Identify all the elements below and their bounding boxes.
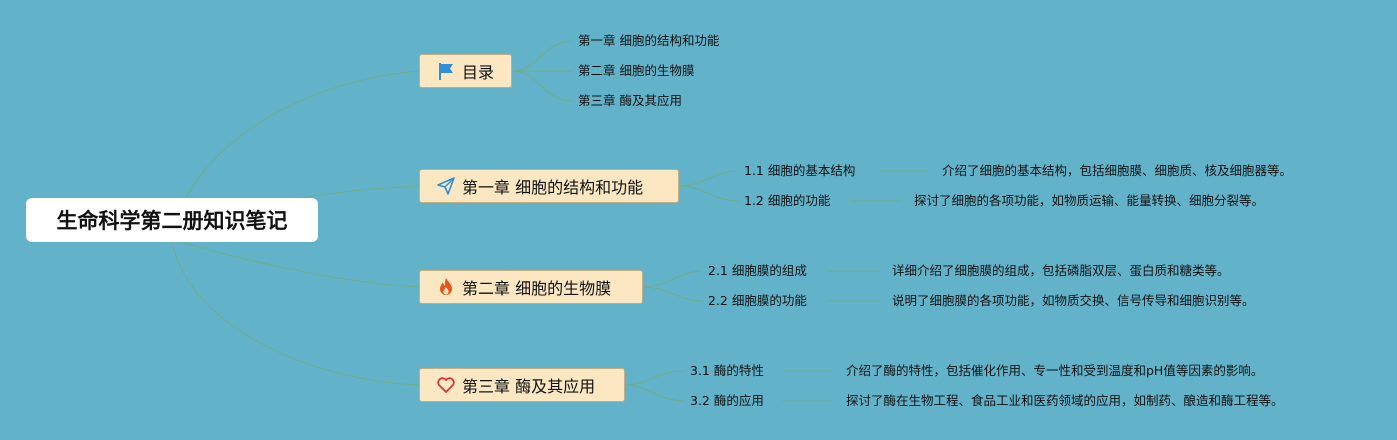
toc-item[interactable]: 第三章 酶及其应用 [578,93,682,108]
branch-toc[interactable]: 目录 [419,54,512,88]
section-topic[interactable]: 3.2 酶的应用 [690,393,764,408]
branch-chapter-2[interactable]: 第二章 细胞的生物膜 [419,270,643,304]
toc-item[interactable]: 第一章 细胞的结构和功能 [578,33,720,48]
branch-label: 目录 [462,63,495,82]
toc-item[interactable]: 第二章 细胞的生物膜 [578,63,695,78]
branch-label: 第二章 细胞的生物膜 [462,279,612,298]
branch-label: 第三章 酶及其应用 [462,377,596,396]
section-note[interactable]: 介绍了细胞的基本结构，包括细胞膜、细胞质、核及细胞器等。 [942,163,1293,178]
section-topic[interactable]: 1.1 细胞的基本结构 [744,163,856,178]
section-topic[interactable]: 2.1 细胞膜的组成 [708,263,807,278]
heart-icon [436,375,456,395]
root-topic[interactable]: 生命科学第二册知识笔记 [26,198,318,242]
branch-chapter-3[interactable]: 第三章 酶及其应用 [419,368,625,402]
section-note[interactable]: 探讨了细胞的各项功能，如物质运输、能量转换、细胞分裂等。 [914,193,1265,208]
flag-icon [436,61,456,81]
section-note[interactable]: 介绍了酶的特性，包括催化作用、专一性和受到温度和pH值等因素的影响。 [846,363,1264,378]
section-note[interactable]: 详细介绍了细胞膜的组成，包括磷脂双层、蛋白质和糖类等。 [892,263,1230,278]
section-topic[interactable]: 2.2 细胞膜的功能 [708,293,807,308]
branch-chapter-1[interactable]: 第一章 细胞的结构和功能 [419,169,679,203]
connector-root-ch2 [171,239,421,288]
section-topic[interactable]: 3.1 酶的特性 [690,363,764,378]
section-topic[interactable]: 1.2 细胞的功能 [744,193,831,208]
section-note[interactable]: 探讨了酶在生物工程、食品工业和医药领域的应用，如制药、酿造和酶工程等。 [846,393,1284,408]
section-note[interactable]: 说明了细胞膜的各项功能，如物质交换、信号传导和细胞识别等。 [892,293,1255,308]
paper-plane-icon [436,176,456,196]
fire-icon [436,277,456,297]
branch-label: 第一章 细胞的结构和功能 [462,178,644,197]
connector-root-ch3 [171,239,421,386]
